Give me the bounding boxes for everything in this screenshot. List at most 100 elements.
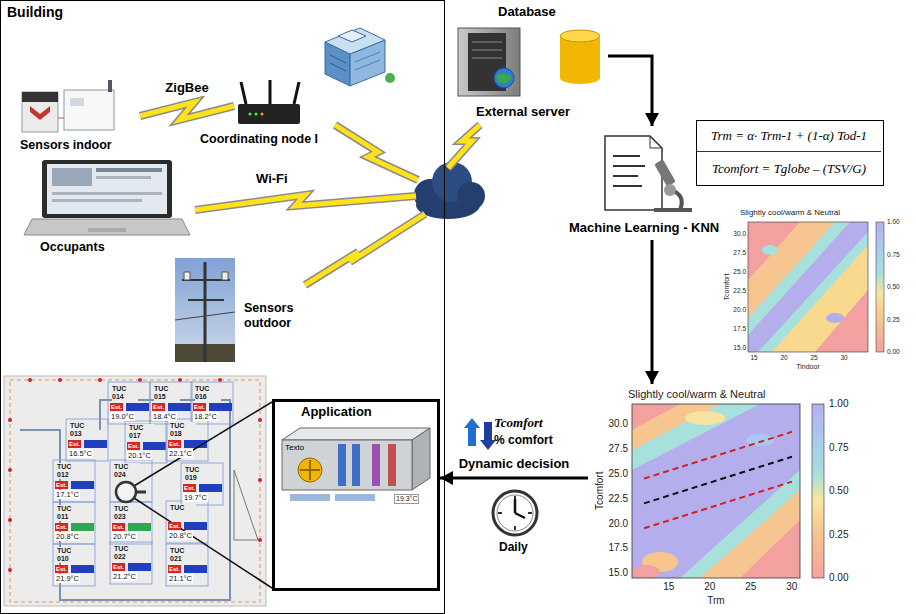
node-text: Coordinating node I — [200, 132, 318, 147]
connector-line — [608, 56, 652, 126]
status-tag: Est. — [127, 442, 140, 450]
temperature-reading: 20.8°C — [168, 531, 193, 540]
status-tag: Est. — [168, 565, 181, 573]
reading-label: 19.3°C — [394, 494, 419, 504]
status-bar — [199, 484, 222, 492]
unit-id: TUC 019 — [185, 466, 211, 482]
node-text: Sensors indoor — [20, 138, 112, 153]
tick-label: 30.0 — [609, 418, 628, 430]
node-text: Database — [498, 4, 556, 20]
unit-id: TUC 018 — [170, 422, 196, 438]
status-tag: Est. — [55, 481, 68, 489]
status-tag: Est. — [152, 403, 165, 411]
room-outline — [150, 382, 192, 424]
floor-plan — [4, 376, 266, 606]
room-outline — [110, 542, 152, 584]
bolt-line — [140, 102, 234, 120]
chart-large: Slightly cool/warm & Neutral — [588, 384, 913, 610]
colorbar-label: 0.50 — [887, 283, 900, 290]
temperature-reading: 19.7°C — [183, 493, 208, 502]
indoor-sensor-picture — [22, 80, 114, 132]
link-label: Wi-Fi — [256, 172, 288, 187]
tick-label: 30 — [786, 581, 797, 593]
cloud-icon — [414, 162, 485, 219]
status-tag: Est. — [112, 563, 125, 571]
temperature-reading: 21.9°C — [55, 574, 80, 583]
temperature-reading: 20.8°C — [55, 532, 80, 541]
unit-id: TUC 013 — [70, 422, 96, 438]
status-bar — [128, 563, 151, 571]
temperature-reading: 20.7°C — [112, 532, 137, 541]
tick-label: 30.0 — [733, 230, 746, 237]
status-bar — [126, 403, 149, 411]
axis-title: Trm — [707, 595, 724, 607]
tick-label: 27.5 — [609, 443, 628, 455]
tick-label: 25.0 — [609, 468, 628, 480]
status-bar — [84, 440, 107, 448]
edge-label: ZigBee — [163, 81, 210, 96]
colorbar-label: 0.50 — [829, 485, 848, 497]
node-text: Occupants — [40, 240, 105, 255]
unit-id: TUC 022 — [114, 545, 140, 561]
tick-label: 25 — [810, 354, 817, 361]
tick-label: 17.5 — [609, 542, 628, 554]
tick-label: 20.0 — [609, 518, 628, 530]
axis-title: Tcomfort — [723, 274, 731, 301]
room-outline — [166, 501, 208, 543]
status-tag: Est. — [193, 403, 206, 411]
room-outline — [166, 419, 208, 461]
arrowhead — [645, 113, 659, 126]
tick-label: 15.0 — [733, 344, 746, 351]
building-panel: BuildingSensors indoor Coordinating node … — [0, 0, 445, 614]
router-picture — [238, 80, 300, 124]
status-bar — [209, 403, 232, 411]
flow-arrow — [608, 56, 659, 126]
air-handling-unit — [282, 428, 430, 501]
tick-label: 20.0 — [733, 306, 746, 313]
node-text: Application — [301, 404, 372, 420]
room-outline — [181, 463, 223, 505]
node-text: Building — [7, 4, 63, 21]
indoor-sensor-node: Sensors indoor — [18, 86, 138, 156]
status-bar — [71, 523, 94, 531]
unit-id: TUC 010 — [57, 547, 83, 563]
connector-line — [440, 477, 588, 480]
status-tag: Est. — [55, 565, 68, 573]
status-bar — [143, 442, 166, 450]
temperature-reading: 17.1°C — [55, 490, 80, 499]
room-outline — [53, 544, 95, 586]
status-tag: Est. — [112, 523, 125, 531]
temperature-reading: 22.1°C — [168, 449, 193, 458]
server-picture — [458, 28, 600, 96]
flow-arrow — [440, 471, 588, 485]
unit-id: TUC 011 — [57, 505, 83, 521]
colorbar-label: 1.00 — [887, 218, 900, 225]
axis-title: Tcomfort — [594, 472, 606, 510]
server-node: DatabaseExternal server — [448, 4, 608, 122]
coordinator-node: Coordinating node I — [198, 84, 338, 150]
status-tag: Est. — [55, 523, 68, 531]
temperature-reading: 18.2°C — [193, 412, 218, 421]
colorbar-label: 0.25 — [829, 529, 848, 541]
status-bar — [71, 565, 94, 573]
ml-document-icon — [605, 136, 692, 210]
status-tag: Est. — [168, 440, 181, 448]
temperature-reading: 19.0°C — [110, 412, 135, 421]
unit-label: Texto — [284, 443, 305, 452]
node-text: Trm = α· Trm-1 + (1-α) Tod-1 — [697, 121, 881, 152]
tick-label: 20 — [704, 581, 715, 593]
tick-label: 25.0 — [733, 268, 746, 275]
colorbar-label: 0.25 — [887, 316, 900, 323]
schedule-label: Daily — [499, 541, 528, 555]
colorbar-label: 0.75 — [887, 251, 900, 258]
room-outline — [53, 460, 95, 502]
temperature-reading: 21.2°C — [112, 572, 137, 581]
status-tag: Est. — [68, 440, 81, 448]
unit-id: TUC 021 — [170, 547, 196, 563]
temperature-reading: 16.5°C — [68, 449, 93, 458]
room-outline — [110, 502, 152, 544]
room-outline — [108, 382, 150, 424]
